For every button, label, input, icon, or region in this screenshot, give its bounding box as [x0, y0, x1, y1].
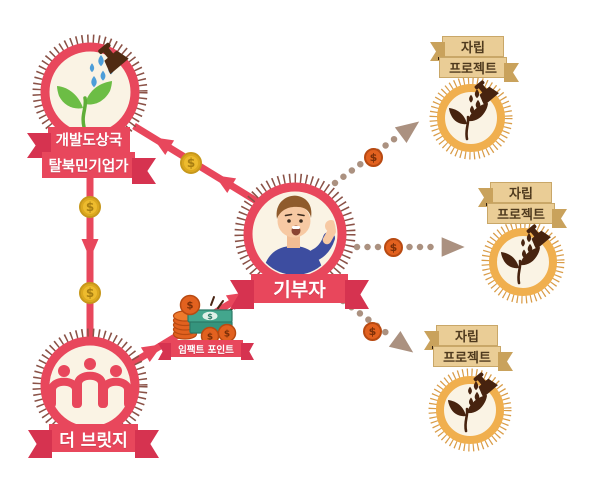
bridge-label: 더 브릿지 [28, 424, 159, 458]
arrow-entrepreneur-to-bridge [81, 150, 99, 342]
banner-fold [478, 188, 493, 207]
bridge-label-text: 더 브릿지 [59, 430, 128, 451]
orange-coin-icon: $ [364, 148, 383, 167]
banner-fold [504, 63, 519, 82]
project-2-text1: 자립 [509, 187, 533, 202]
orange-coin-icon: $ [363, 322, 382, 341]
bridge-node [32, 328, 148, 444]
project-node-1 [429, 76, 513, 160]
entrepreneur-label-text1: 개발도상국 [55, 133, 123, 149]
impact-points-label: 임팩트 포인트 [158, 340, 254, 360]
spike-ring [32, 328, 148, 444]
project-3-label-line1: 자립 [424, 325, 498, 350]
spike-ring [234, 173, 356, 295]
three-people-icon [48, 358, 132, 408]
project-1-label-line1: 자립 [430, 36, 504, 61]
project-1-text1: 자립 [461, 41, 485, 56]
entrepreneur-label-line2: 탈북민기업가 [42, 152, 156, 184]
dotted-arrow-donor-to-project-2 [353, 237, 465, 257]
svg-text:$: $ [187, 301, 194, 312]
spike-ring [32, 34, 148, 150]
impact-points-label-text: 임팩트 포인트 [178, 344, 234, 356]
project-2-label-line2: 프로젝트 [487, 203, 567, 228]
project-node-2 [481, 220, 565, 304]
banner-fold [424, 331, 439, 350]
banner-fold [430, 42, 445, 61]
project-2-text2: 프로젝트 [497, 208, 545, 223]
spike-ring [429, 76, 513, 160]
project-3-label-line2: 프로젝트 [433, 346, 513, 371]
project-node-3 [428, 368, 512, 452]
svg-text:$: $ [207, 333, 213, 343]
project-1-label-line2: 프로젝트 [439, 57, 519, 82]
watered-sprout-icon [57, 42, 129, 129]
entrepreneur-label-text2: 탈북민기업가 [48, 158, 129, 175]
gold-coin-icon: $ [79, 196, 101, 218]
spike-ring [481, 220, 565, 304]
money-stack-icon: $ $ $ $ [172, 294, 237, 346]
donor-node [234, 173, 356, 295]
svg-text:$: $ [207, 312, 213, 321]
entrepreneur-label-line1: 개발도상국 [27, 127, 130, 158]
bills: $ [187, 309, 233, 334]
ribbon-tail [158, 343, 171, 360]
svg-text:$: $ [224, 330, 230, 340]
banner-fold [498, 352, 513, 371]
project-1-text2: 프로젝트 [449, 62, 497, 77]
gold-coin-icon: $ [180, 152, 202, 174]
banner-fold [552, 209, 567, 228]
donor-label: 기부자 [230, 274, 369, 309]
dotted-arrow-donor-to-project-1 [331, 113, 425, 187]
orange-coin-icon: $ [384, 238, 403, 257]
project-3-text2: 프로젝트 [443, 351, 491, 366]
ribbon-tail [241, 343, 254, 360]
watering-can-icon [98, 42, 129, 75]
project-2-label-line1: 자립 [478, 182, 552, 207]
project-3-text1: 자립 [455, 330, 479, 345]
spike-ring [428, 368, 512, 452]
gold-coin-icon: $ [79, 282, 101, 304]
donor-label-text: 기부자 [273, 279, 326, 301]
